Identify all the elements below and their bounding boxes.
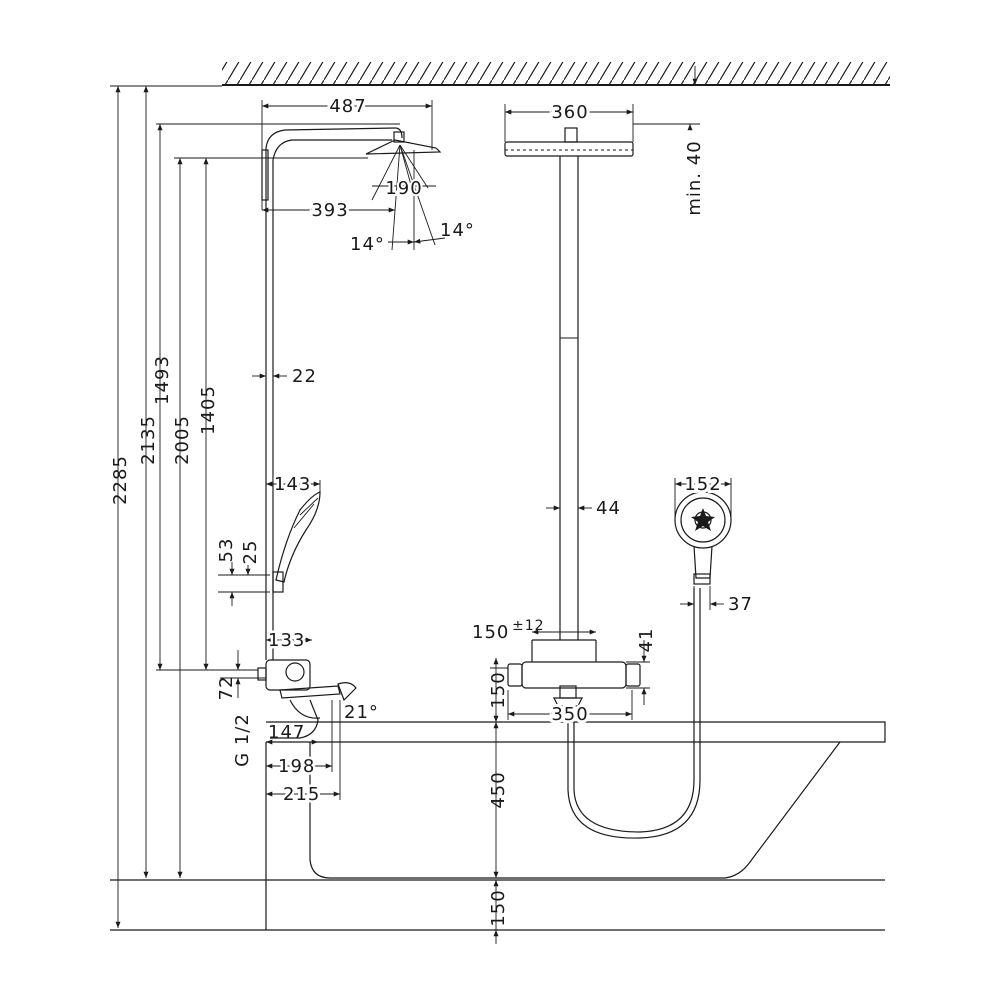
dim-1405: 1405: [198, 385, 219, 435]
dim-22: 22: [292, 366, 317, 387]
dim-133: 133: [268, 630, 305, 651]
ceiling: [222, 62, 890, 86]
dimension-lines: [110, 85, 732, 944]
dim-14-left: 14°: [350, 234, 385, 255]
dim-1493: 1493: [152, 355, 173, 405]
dim-2285: 2285: [110, 455, 131, 505]
dim-44: 44: [596, 498, 621, 519]
dim-150-floor: 150: [488, 889, 509, 926]
dim-215: 215: [283, 784, 320, 805]
dim-2135: 2135: [138, 415, 159, 465]
hose: [567, 588, 701, 839]
dim-21-deg: 21°: [344, 702, 379, 723]
hand-shower-front: [674, 491, 732, 585]
dim-tolerance: ±12: [512, 618, 545, 634]
dim-53: 53: [216, 538, 237, 563]
dim-350: 350: [551, 704, 588, 725]
dim-147: 147: [268, 722, 305, 743]
mixer-side: [257, 659, 357, 739]
dim-g-half: G 1/2: [232, 713, 253, 767]
dimension-labels: 2285 2135 1493 2005 1405 487 393 190 14°…: [110, 93, 753, 927]
dim-198: 198: [278, 756, 315, 777]
dim-360: 360: [551, 102, 588, 123]
head-tilt-lines: [371, 144, 446, 251]
dim-72: 72: [216, 676, 237, 701]
dim-14-right: 14°: [440, 220, 475, 241]
dim-min-40: min. 40: [684, 140, 705, 215]
dim-2005: 2005: [172, 415, 193, 465]
dim-41: 41: [636, 628, 657, 653]
dim-150-inlet: 150: [472, 622, 509, 643]
dim-37: 37: [728, 594, 753, 615]
front-view-riser: [504, 127, 641, 707]
dim-150-mixer: 150: [488, 671, 509, 708]
dim-450: 450: [488, 771, 509, 808]
dim-25: 25: [240, 540, 261, 565]
dim-393: 393: [311, 200, 348, 221]
dim-190: 190: [385, 178, 422, 199]
dim-143: 143: [274, 474, 311, 495]
side-view-riser: [261, 127, 442, 660]
hand-shower-side: [272, 491, 321, 593]
dim-487: 487: [329, 96, 366, 117]
dim-152: 152: [684, 474, 721, 495]
